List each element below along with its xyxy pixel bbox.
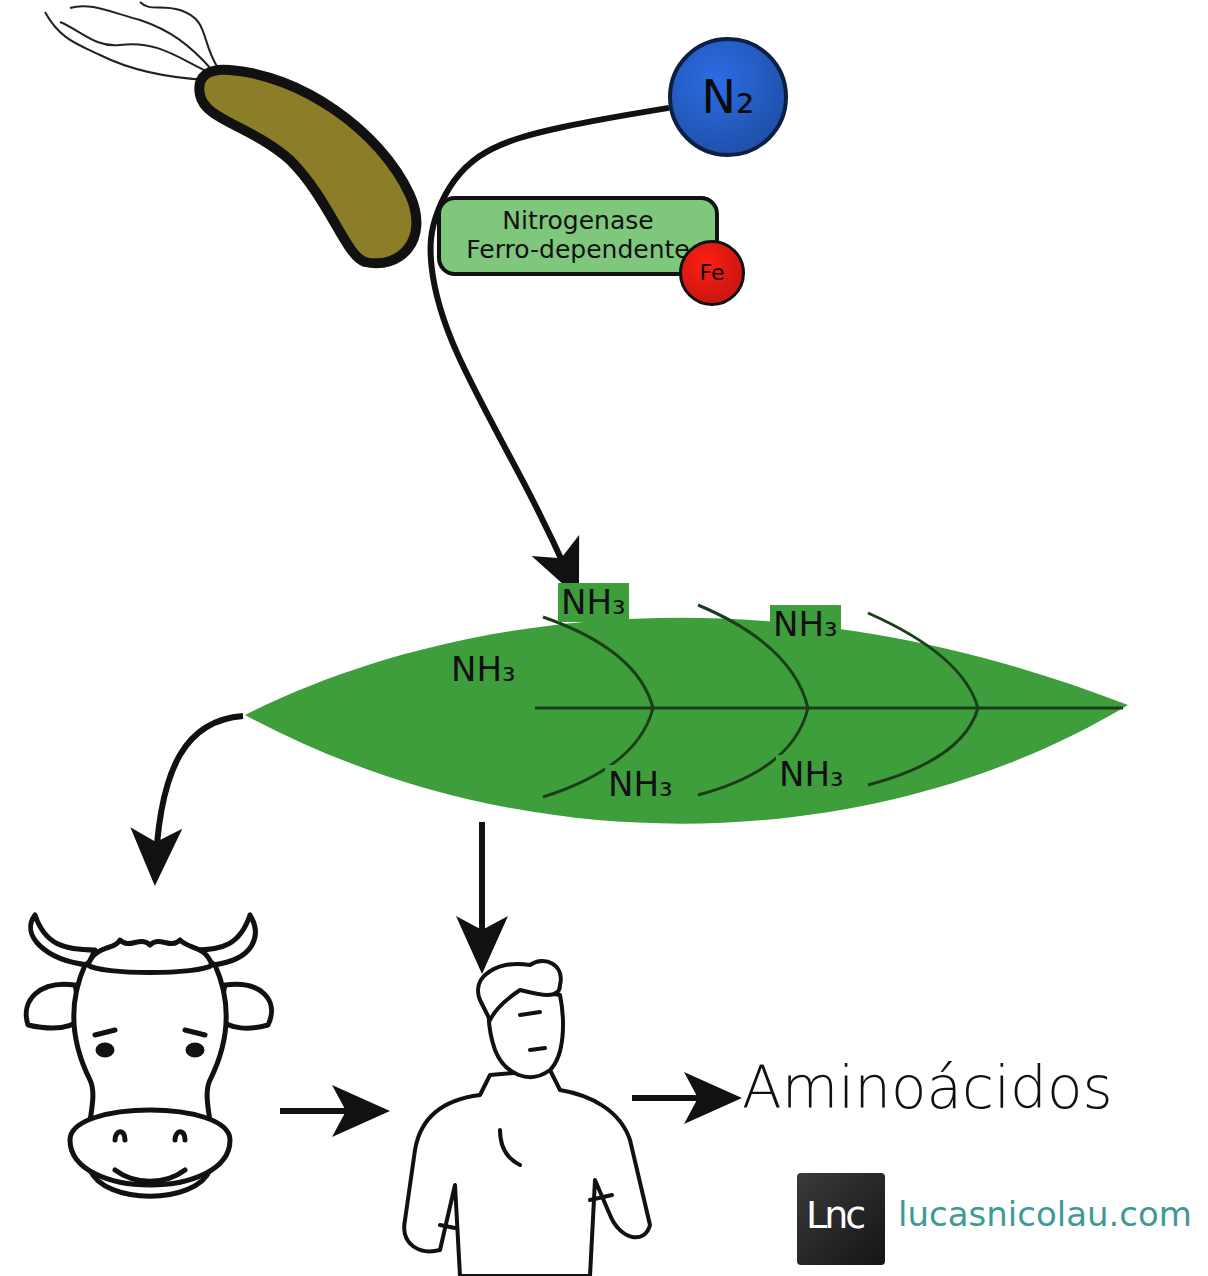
flagellum: [140, 2, 218, 68]
flagellum: [45, 12, 208, 80]
cow-drawing: [70, 1110, 230, 1185]
leaf-shape: NH₃ NH₃ NH₃ NH₃ NH₃: [243, 575, 1130, 833]
logo-mark: [797, 1173, 885, 1265]
leaf-blade: [245, 618, 1128, 824]
cow-drawing: [115, 1170, 185, 1181]
result-text: Aminoácidos: [742, 1055, 1113, 1122]
person-drawing: [404, 961, 650, 1276]
molecule-label: NH₃: [448, 650, 519, 689]
cow-drawing: [188, 1045, 202, 1055]
person-drawing: [478, 961, 561, 1020]
molecule-circle: [670, 39, 786, 155]
cow-drawing: [88, 940, 212, 973]
node-text: Aminoácidos: [742, 1055, 1113, 1122]
arrow: [632, 1095, 736, 1101]
logo-mark: [797, 1173, 885, 1265]
molecule-label: NH₃: [558, 583, 629, 622]
cow-drawing: [98, 1045, 112, 1055]
person-drawing: [520, 1012, 545, 1050]
watermark-text: lucasnicolau.com: [898, 1197, 1192, 1231]
enzyme-box-fill: [439, 198, 717, 274]
leaf-vein: [535, 707, 1123, 710]
node-text: N₂: [702, 71, 755, 124]
molecule-label: NH₃: [770, 605, 841, 644]
molecule-label: NH₃: [776, 755, 847, 794]
molecule-label: NH₃: [605, 765, 676, 804]
arrow: [479, 822, 485, 968]
person-drawing: [404, 1070, 650, 1276]
node-text: Nitrogenase Ferro-dependente: [463, 207, 693, 265]
person-drawing: [440, 1195, 612, 1228]
logo-text: Lnc: [806, 1196, 863, 1234]
bacterium: [199, 70, 416, 264]
flagellum: [45, 2, 218, 80]
bacterium: [199, 70, 416, 264]
cow-drawing: [115, 1132, 185, 1140]
enzyme-box: Nitrogenase Ferro-dependente: [437, 196, 719, 276]
leaf-outline: [243, 575, 1130, 833]
nitrogen-flow-arrow: [431, 108, 669, 593]
cow-drawing: [95, 1030, 205, 1035]
cow-drawing: [31, 915, 95, 965]
arrow: [155, 716, 243, 880]
iron-circle: Fe: [679, 240, 745, 306]
cow-drawing: [26, 915, 271, 1196]
iron-circle: [681, 242, 744, 305]
node-text: Fe: [700, 260, 725, 285]
person-drawing: [500, 1130, 520, 1165]
leaf-vein: [868, 613, 978, 785]
molecule-circle: N₂: [668, 37, 788, 157]
arrow: [280, 1108, 384, 1114]
